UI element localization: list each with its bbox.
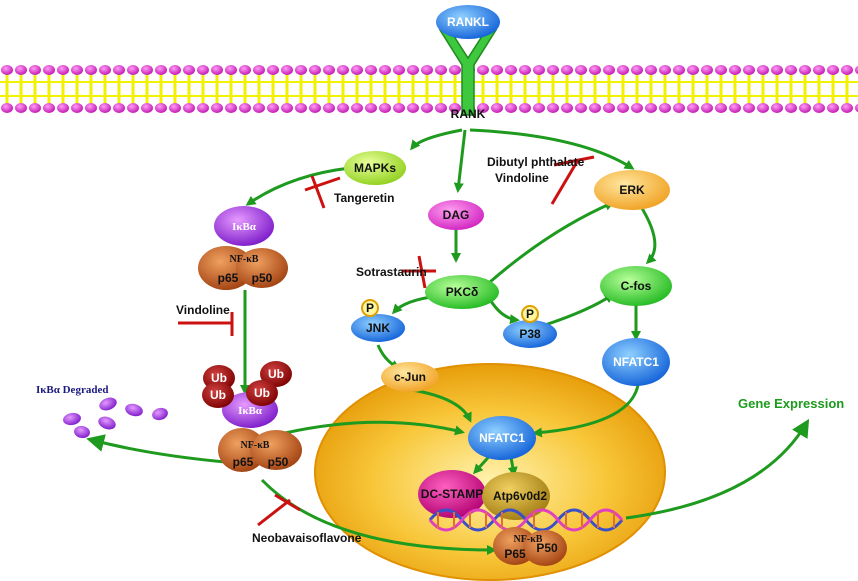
p65-nuc-label: P65 [504, 547, 526, 561]
nfatc1-cyto-node [602, 338, 670, 386]
dag-node [428, 200, 484, 230]
nfkb-complex-bottom [218, 392, 302, 472]
neobavaisoflavone-label: Neobavaisoflavone [252, 531, 362, 545]
cfos-label: C-fos [621, 279, 652, 293]
rankl-ligand [436, 5, 500, 39]
dag-label: DAG [443, 208, 470, 222]
nfkb-complex-nucleus [493, 527, 567, 566]
p50-top-label: p50 [252, 271, 273, 285]
jnk-node [351, 314, 405, 342]
atp6v0d2-label: Atp6v0d2 [493, 489, 547, 503]
pkc-node [425, 275, 499, 309]
ub-3-label: Ub [210, 388, 226, 402]
p50-nuc-label: P50 [536, 541, 558, 555]
dna-helix [428, 508, 624, 532]
rank-label: RANK [451, 107, 486, 121]
ub-2-label: Ub [268, 367, 284, 381]
p50-bottom-label: p50 [268, 455, 289, 469]
vindoline-erk-label: Vindoline [495, 171, 549, 185]
inhibition-lines [178, 155, 595, 527]
nfkb-bottom-label: NF-κB [241, 440, 270, 451]
nucleus [314, 363, 666, 581]
ub-4 [246, 380, 278, 406]
dibutyl-label: Dibutyl phthalate [487, 155, 585, 169]
p65-bottom-label: p65 [233, 455, 254, 469]
erk-node [594, 170, 670, 210]
jnk-phospho-badge [361, 299, 379, 317]
ub-3 [202, 382, 234, 408]
ubiquitin-group [202, 361, 292, 408]
ikba-degraded-label: IκBα Degraded [36, 384, 108, 396]
atp6v0d2-node [482, 472, 550, 520]
rank-receptor [438, 29, 498, 116]
nfkb-nuc-label: NF-κB [514, 534, 543, 545]
nfatc1-nuc-label: NFATC1 [479, 431, 525, 445]
ub-1-label: Ub [211, 371, 227, 385]
jnk-label: JNK [366, 321, 390, 335]
mapks-node [344, 151, 406, 185]
p38-node [503, 320, 557, 348]
ub-4-label: Ub [254, 386, 270, 400]
nfatc1-cyto-label: NFATC1 [613, 355, 659, 369]
p38-phospho-label: P [526, 307, 534, 321]
tangeretin-label: Tangeretin [334, 191, 394, 205]
rankl-label: RANKL [447, 15, 489, 29]
pkc-label: PKCδ [446, 285, 479, 299]
gene-expression-label: Gene Expression [738, 396, 844, 411]
p38-phospho-badge [521, 305, 539, 323]
vindoline-nfkb-label: Vindoline [176, 303, 230, 317]
jnk-phospho-label: P [366, 301, 374, 315]
ub-2 [260, 361, 292, 387]
dcstamp-label: DC-STAMP [421, 487, 483, 501]
nfkb-top-label: NF-κB [230, 254, 259, 265]
nfatc1-nuc-node [468, 416, 536, 460]
ikba-bottom-label: IκBα [238, 405, 263, 417]
dcstamp-node [418, 470, 486, 518]
cjun-label: c-Jun [394, 370, 426, 384]
erk-label: ERK [619, 183, 645, 197]
ikba-fragments [63, 397, 168, 439]
cell-membrane [0, 63, 858, 115]
nfkb-complex-top [198, 206, 288, 290]
p38-label: P38 [519, 327, 541, 341]
cfos-node [600, 266, 672, 306]
sotrastaurin-label: Sotrastaurin [356, 265, 427, 279]
p65-top-label: p65 [218, 271, 239, 285]
cjun-node [381, 362, 439, 392]
ikba-top-label: IκBα [232, 221, 257, 233]
mapks-label: MAPKs [354, 161, 396, 175]
